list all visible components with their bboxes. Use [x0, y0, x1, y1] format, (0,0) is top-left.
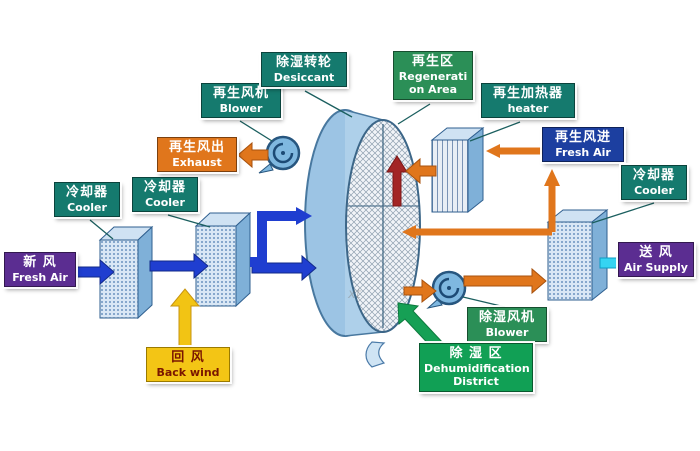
process-air-arrows [69, 207, 317, 286]
label-cooler-2-zh: 冷却器 [143, 180, 186, 195]
label-desiccant-wheel: 除湿转轮 Desiccant [261, 52, 347, 88]
wheel-belt-ribbon [365, 341, 386, 368]
arrow-back-wind-up [169, 288, 201, 348]
label-cooler-2-en: Cooler [145, 196, 185, 210]
label-regen-fresh-air: 再生风进 Fresh Air [542, 127, 624, 163]
label-cooler-1-zh: 冷却器 [65, 185, 108, 200]
arrow-cooler2-to-wheel-high [250, 211, 298, 267]
desiccant-wheel [304, 109, 421, 368]
label-cooler-1-en: Cooler [67, 201, 107, 215]
label-dehum-district-en1: Dehumidification [424, 362, 530, 376]
label-back-wind: 回 风 Back wind [146, 347, 230, 383]
label-regen-fresh-air-zh: 再生风进 [554, 130, 611, 145]
label-dehum-district: 除 湿 区 Dehumidification District [419, 343, 533, 392]
regen-air-arrows [237, 141, 560, 304]
pointer-dehum-blower [462, 296, 506, 308]
label-exhaust-zh: 再生风出 [168, 140, 225, 155]
label-dehum-district-zh: 除 湿 区 [449, 346, 503, 361]
label-cooler-2: 冷却器 Cooler [132, 177, 198, 213]
label-cooler-3-zh: 冷却器 [632, 168, 675, 183]
pointer-cooler1 [89, 219, 114, 240]
label-desiccant-wheel-zh: 除湿转轮 [275, 55, 332, 70]
pointer-cooler2 [167, 214, 211, 228]
label-regen-blower-zh: 再生风机 [212, 86, 269, 101]
label-exhaust: 再生风出 Exhaust [157, 137, 237, 173]
label-regen-fresh-air-en: Fresh Air [555, 146, 611, 160]
label-dehum-district-en2: District [453, 375, 499, 389]
label-cooler-1: 冷却器 Cooler [54, 182, 120, 218]
heater-block [430, 126, 485, 214]
label-fresh-air: 新 风 Fresh Air [4, 252, 76, 288]
label-air-supply-zh: 送 风 [639, 245, 673, 260]
watermark-text: xt [347, 287, 362, 302]
label-cooler-3-en: Cooler [634, 184, 674, 198]
label-regen-blower: 再生风机 Blower [201, 83, 281, 119]
label-regeneration-area-zh: 再生区 [411, 54, 454, 69]
arrow-fan-to-cooler3 [463, 267, 547, 295]
pointer-desiccant [304, 90, 353, 118]
label-dehum-blower-zh: 除湿风机 [478, 310, 535, 325]
arrowhead-duct-up [544, 169, 560, 186]
label-dehum-blower: 除湿风机 Blower [467, 307, 547, 343]
label-exhaust-en: Exhaust [172, 156, 222, 170]
pointer-heater [469, 121, 521, 142]
label-fresh-air-zh: 新 风 [23, 255, 57, 270]
label-desiccant-wheel-en: Desiccant [273, 71, 335, 85]
pointer-regeneration [397, 103, 431, 125]
dehum-blower-fan [426, 270, 467, 309]
arrow-cooler2-to-wheel-low [251, 254, 317, 282]
label-regeneration-area-en2: on Area [408, 83, 458, 97]
label-heater-zh: 再生加热器 [492, 86, 563, 101]
arrow-wheel-regen-up [386, 155, 408, 207]
pointer-regen-blower [239, 120, 273, 142]
pointer-lines [89, 90, 655, 308]
label-regeneration-area: 再生区 Regenerati on Area [393, 51, 473, 100]
label-dehum-blower-en: Blower [485, 326, 529, 340]
pointer-cooler3 [591, 202, 655, 224]
arrowhead-duct-left [402, 225, 416, 239]
arrow-heater-to-wheel [405, 157, 437, 185]
arrow-cooler1-to-cooler2 [149, 252, 209, 280]
label-air-supply: 送 风 Air Supply [618, 242, 694, 278]
label-air-supply-en: Air Supply [624, 261, 688, 275]
arrow-fan-to-exhaust [237, 141, 269, 169]
label-heater: 再生加热器 heater [481, 83, 575, 119]
label-cooler-3: 冷却器 Cooler [621, 165, 687, 201]
arrow-wheel-to-fan [403, 278, 437, 304]
label-regen-blower-en: Blower [219, 102, 263, 116]
cooler-block-3 [546, 208, 609, 302]
cooler-block-2 [194, 211, 252, 308]
arrowhead-duct-to-heater [486, 144, 500, 158]
label-heater-en: heater [507, 102, 549, 116]
label-fresh-air-en: Fresh Air [12, 271, 68, 285]
label-back-wind-zh: 回 风 [171, 350, 205, 365]
label-back-wind-en: Back wind [156, 366, 220, 380]
arrowhead-wheel-high [296, 207, 312, 225]
label-regeneration-area-en1: Regenerati [398, 70, 468, 84]
